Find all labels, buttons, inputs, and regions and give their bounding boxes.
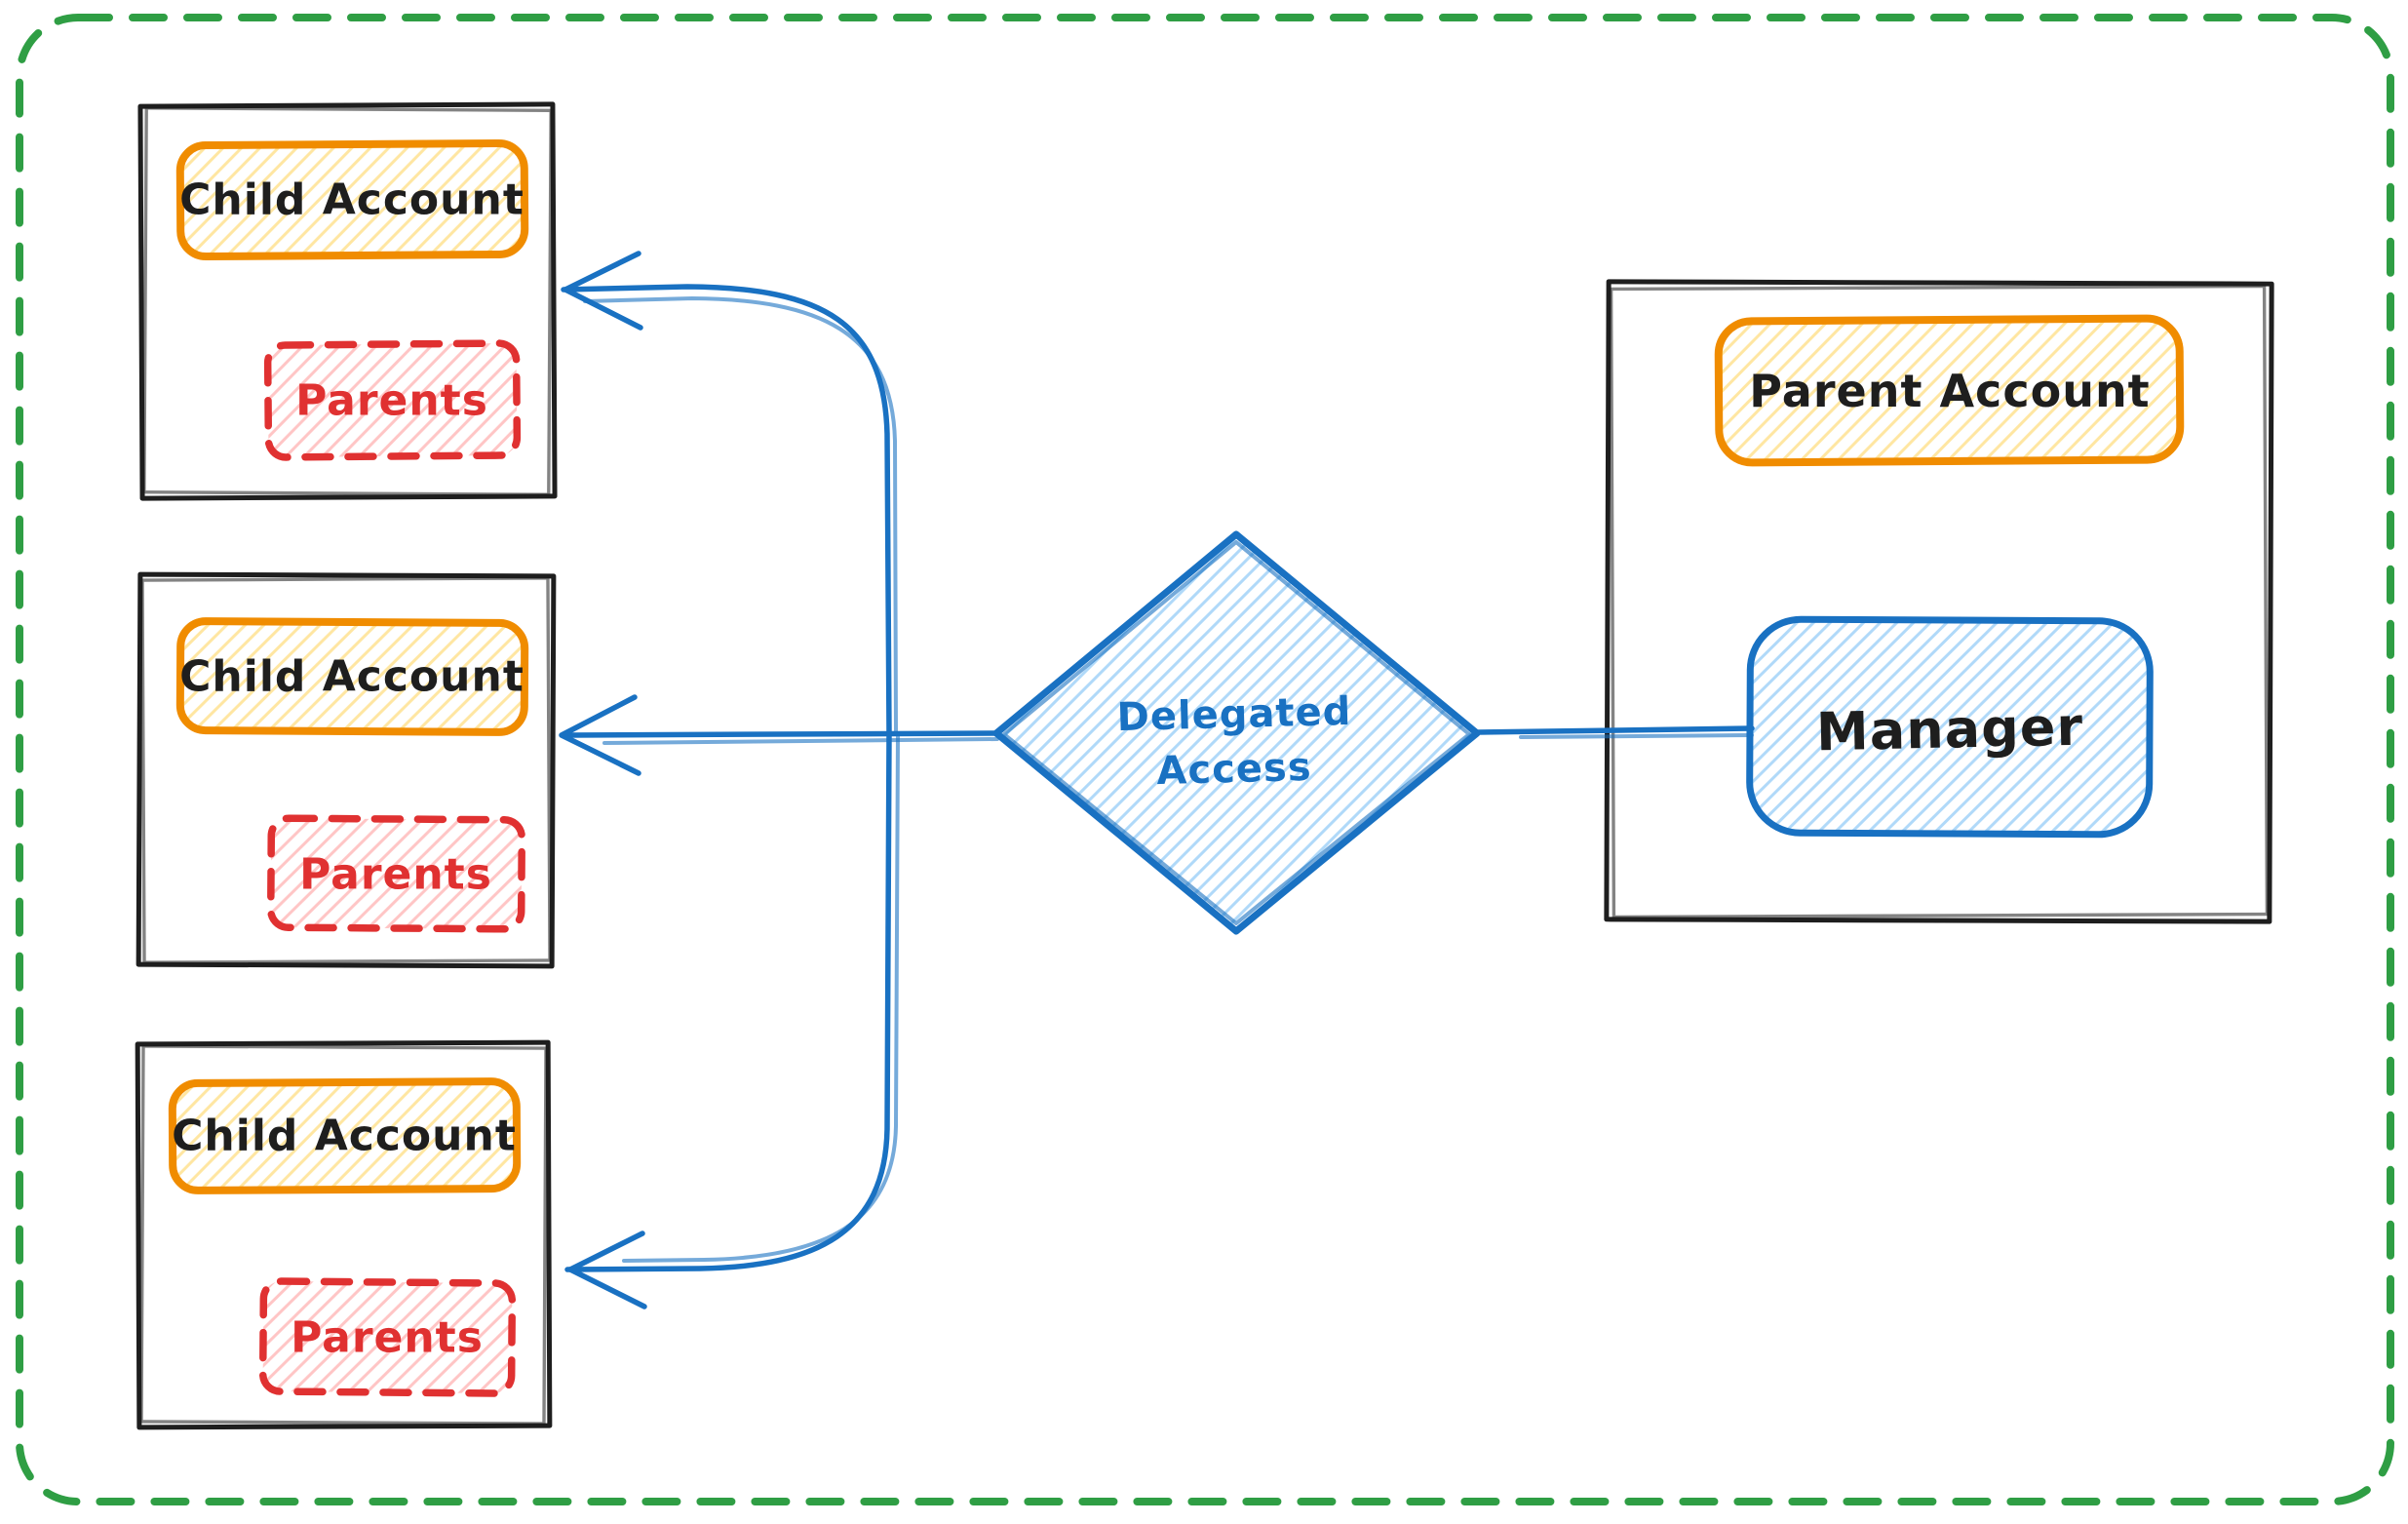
arrow-to-child-2-shaft-sketch xyxy=(602,737,999,745)
child-account-label-1: Child Account xyxy=(179,176,524,225)
manager-label: Manager xyxy=(1815,696,2083,763)
manager-to-diamond-line-sketch xyxy=(1519,733,1754,739)
parents-box-1 xyxy=(263,339,522,461)
delegated-access-shape xyxy=(992,530,1481,935)
arrow-to-child-2-shaft xyxy=(565,730,1000,738)
child-account-pill-1 xyxy=(175,138,529,261)
parents-box-2 xyxy=(266,814,526,933)
child-account-pill-2 xyxy=(175,617,529,736)
child-account-frame-sketch-3 xyxy=(139,1044,548,1426)
parent-account-frame-sketch xyxy=(1609,284,2270,919)
connectors xyxy=(559,251,1755,1309)
arrow-to-child-1-head xyxy=(563,251,643,331)
child-account-label-3: Child Account xyxy=(172,1112,517,1161)
child-account-node-2: Child Account Parents xyxy=(136,571,557,969)
delegated-access-diamond: Delegated Access xyxy=(992,530,1481,935)
delegated-access-label-line1: Delegated xyxy=(1116,689,1352,740)
delegated-access-label-line2: Access xyxy=(1156,745,1312,794)
child-account-label-2: Child Account xyxy=(179,652,524,702)
canvas-dashed-border xyxy=(16,14,2394,1505)
parents-label-1: Parents xyxy=(295,376,488,426)
manager-to-diamond-line xyxy=(1475,725,1755,735)
arrow-to-child-3-shaft xyxy=(564,730,892,1272)
parents-label-3: Parents xyxy=(291,1313,484,1363)
arrow-to-child-3-shaft-sketch xyxy=(622,731,900,1263)
parents-label-2: Parents xyxy=(299,850,492,900)
arrow-to-child-3-head xyxy=(567,1231,647,1309)
arrow-to-child-1-shaft-sketch xyxy=(583,296,898,735)
child-account-frame-sketch-1 xyxy=(142,106,553,496)
parent-account-node: Parent Account Manager xyxy=(1604,279,2274,924)
child-account-pill-3 xyxy=(168,1077,522,1194)
delegated-access-shape-sketch xyxy=(1002,540,1471,925)
child-account-node-3: Child Account Parents xyxy=(135,1039,553,1430)
arrow-to-child-2-head xyxy=(559,694,641,776)
arrow-to-child-1-shaft xyxy=(561,284,892,736)
child-account-frame-sketch-2 xyxy=(140,576,552,964)
child-account-node-1: Child Account Parents xyxy=(137,101,558,501)
parent-account-label: Parent Account xyxy=(1749,365,2150,417)
parents-box-3 xyxy=(258,1277,517,1397)
parent-account-pill xyxy=(1714,314,2185,467)
